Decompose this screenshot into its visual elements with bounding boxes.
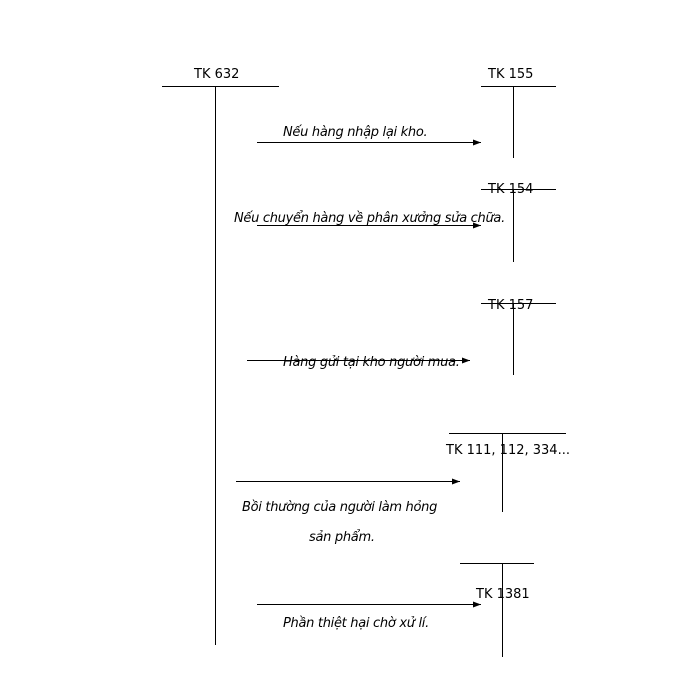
label-tk157: TK 157 (488, 298, 534, 313)
label-tk154: TK 154 (488, 182, 534, 197)
entry-return-to-stock: Nếu hàng nhập lại kho. (283, 125, 428, 140)
t-account-111 (449, 433, 566, 512)
label-tk111: TK 111, 112, 334... (446, 443, 570, 458)
t-account-157 (481, 303, 556, 375)
label-tk632: TK 632 (194, 67, 240, 82)
entry-pending-loss: Phần thiệt hại chờ xử lí. (283, 616, 429, 631)
t-account-1381 (460, 563, 534, 657)
entry-compensation-line2: sản phẩm. (309, 530, 375, 545)
label-tk1381: TK 1381 (476, 587, 530, 602)
entry-goods-at-buyer: Hàng gửi tại kho người mua. (283, 355, 460, 370)
t-account-154 (481, 189, 556, 262)
entry-to-repair-workshop: Nếu chuyển hàng về phân xưởng sửa chữa. (234, 211, 505, 226)
entry-compensation-line1: Bồi thường của người làm hỏng (242, 500, 438, 515)
label-tk155: TK 155 (488, 67, 534, 82)
t-account-155 (481, 86, 556, 158)
t-account-632 (162, 86, 279, 645)
